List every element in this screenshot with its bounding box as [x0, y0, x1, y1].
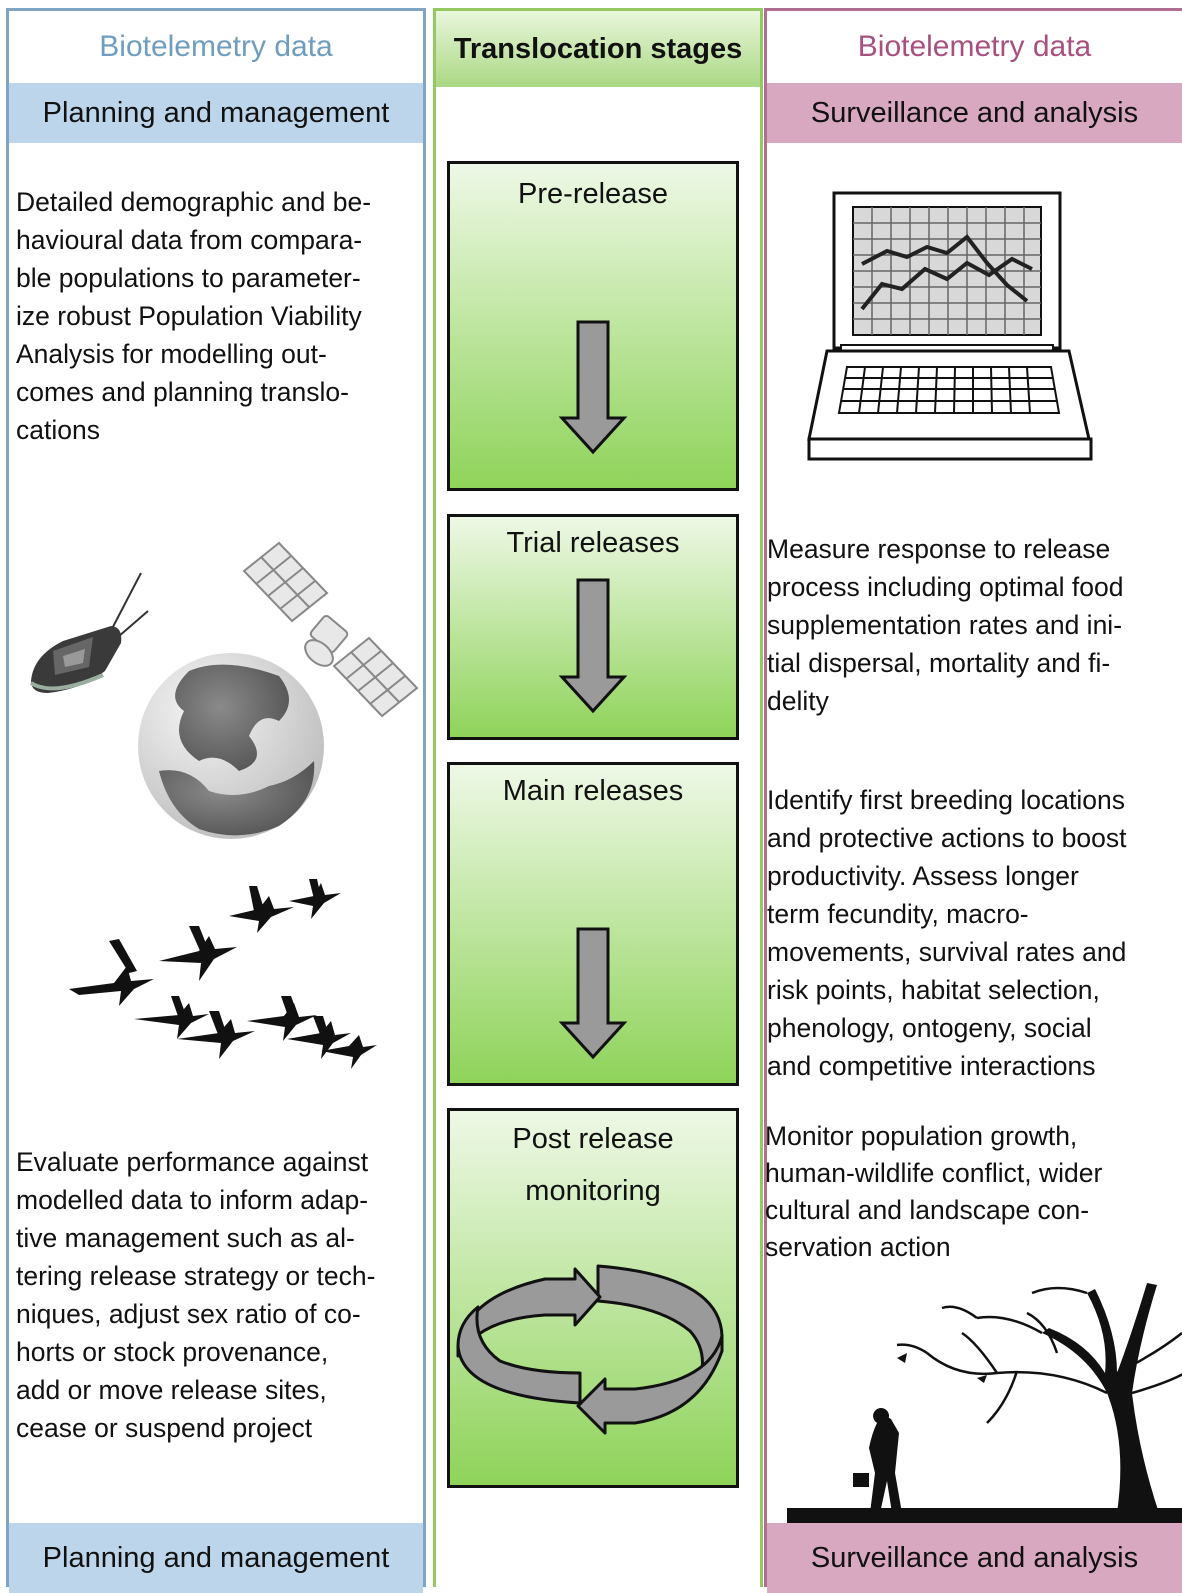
laptop-chart-icon: [807, 191, 1093, 461]
globe-icon: [138, 653, 324, 839]
down-arrow-icon: [558, 578, 628, 714]
left-column-header: Biotelemetry data: [99, 30, 333, 63]
stage-label: Pre-release: [518, 178, 668, 210]
right-text-release-response: Measure response to release process incl…: [767, 534, 1124, 716]
satellite-icon: [242, 541, 419, 718]
right-column-header: Biotelemetry data: [857, 30, 1092, 63]
right-text-monitoring: Monitor population growth, human-wildlif…: [765, 1121, 1103, 1262]
cycle-arrows-icon: [456, 1264, 724, 1435]
down-arrow-icon: [558, 927, 628, 1060]
bird-flock-icon: [69, 879, 377, 1069]
gps-tag-icon: [29, 572, 149, 693]
middle-column-header: Translocation stages: [436, 11, 760, 87]
left-text-bottom: Evaluate performance against modelled da…: [16, 1147, 376, 1443]
left-band-top: Planning and management: [9, 83, 423, 143]
stage-label: Post release monitoring: [512, 1123, 674, 1207]
tree-silhouette-icon: [787, 1283, 1182, 1528]
left-text-top: Detailed demographic and be- havioural d…: [16, 187, 372, 445]
column-surveillance: Biotelemetry data Surveillance and analy…: [764, 8, 1182, 1593]
left-band-bottom: Planning and management: [9, 1523, 423, 1593]
down-arrow-icon: [558, 320, 628, 455]
stage-trial-releases: Trial releases: [447, 514, 739, 740]
stage-post-release-monitoring: Post release monitoring: [447, 1108, 739, 1488]
stage-label: Main releases: [502, 775, 684, 807]
right-band-bottom: Surveillance and analysis: [767, 1523, 1182, 1593]
column-planning: Biotelemetry data Planning and managemen…: [6, 8, 426, 1593]
right-text-breeding: Identify first breeding locations and pr…: [767, 785, 1127, 1081]
stage-pre-release: Pre-release: [447, 161, 739, 491]
stage-label: Trial releases: [506, 527, 680, 559]
stage-main-releases: Main releases: [447, 762, 739, 1086]
column-translocation-stages: Translocation stages Pre-release Trial r…: [433, 8, 763, 1587]
right-band-top: Surveillance and analysis: [767, 83, 1182, 143]
